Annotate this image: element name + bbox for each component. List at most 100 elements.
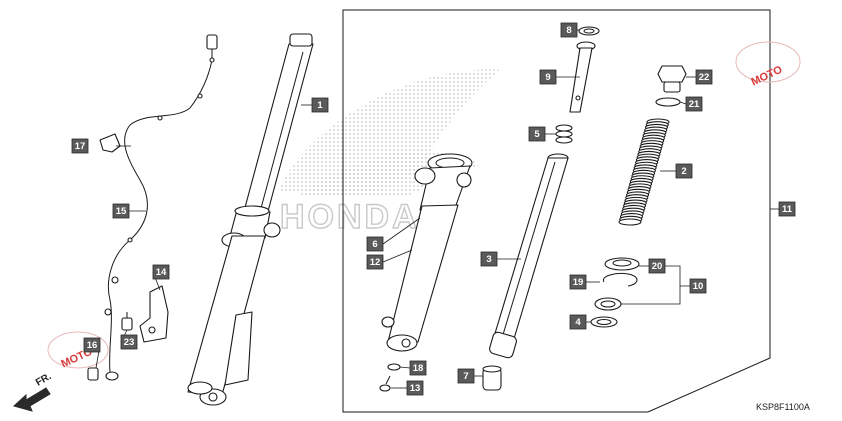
callout-number: 16	[87, 340, 98, 351]
callout-9[interactable]: 9	[539, 69, 557, 85]
callout-number: 15	[116, 206, 127, 217]
callout-box	[457, 368, 475, 384]
svg-text:MOTO: MOTO	[749, 63, 784, 88]
callout-4[interactable]: 4	[569, 314, 587, 330]
callout-number: 21	[689, 99, 700, 110]
callout-box	[569, 274, 587, 290]
callout-box	[409, 360, 427, 376]
callout-15[interactable]: 15	[112, 203, 130, 219]
callout-box	[528, 126, 546, 142]
back-up-ring-part-4[interactable]	[590, 316, 618, 328]
rebound-spring-part-5[interactable]	[555, 124, 573, 144]
callout-1[interactable]: 1	[311, 97, 329, 113]
callout-number: 18	[413, 363, 424, 374]
callout-23[interactable]: 23	[120, 334, 138, 350]
callout-19[interactable]: 19	[569, 274, 587, 290]
callout-number: 13	[410, 383, 421, 394]
callout-number: 11	[782, 204, 793, 215]
moto-logo-top: MOTO	[735, 41, 801, 88]
dust-seal-part-20[interactable]	[604, 257, 640, 271]
callout-box	[152, 264, 170, 280]
callout-box	[120, 334, 138, 350]
callout-box	[560, 22, 578, 38]
callout-22[interactable]: 22	[695, 69, 713, 85]
callout-13[interactable]: 13	[406, 380, 424, 396]
callout-box	[311, 97, 329, 113]
callout-box	[366, 236, 384, 252]
honda-wing-watermark: HONDA	[278, 69, 500, 237]
diagram-code: KSP8F1100A	[756, 402, 810, 412]
callout-16[interactable]: 16	[83, 337, 101, 353]
callout-number: 14	[156, 267, 167, 278]
callout-box	[695, 69, 713, 85]
callout-box	[480, 251, 498, 267]
fork-spring-part-2[interactable]	[618, 118, 670, 226]
callout-number: 1	[317, 100, 323, 111]
callout-2[interactable]: 2	[675, 163, 693, 179]
callout-box	[71, 138, 89, 154]
callout-6[interactable]: 6	[366, 236, 384, 252]
callout-5[interactable]: 5	[528, 126, 546, 142]
oil-lock-piece-part-7[interactable]	[482, 365, 502, 391]
callout-number: 22	[699, 72, 710, 83]
fork-assembly-part-1[interactable]	[187, 33, 314, 406]
callout-number: 7	[463, 371, 468, 382]
callout-box	[689, 278, 707, 294]
damper-rod-part-9[interactable]	[569, 41, 596, 113]
callout-number: 17	[75, 141, 86, 152]
callout-box	[83, 337, 101, 353]
fork-slider-part-6[interactable]	[381, 153, 473, 352]
callout-17[interactable]: 17	[71, 138, 89, 154]
direction-label: FR.	[34, 371, 54, 389]
callout-number: 19	[573, 277, 584, 288]
socket-bolt-part-13[interactable]	[379, 375, 391, 392]
oil-seal-part-10[interactable]	[594, 297, 622, 311]
fork-cap-bolt-part-22[interactable]	[657, 65, 687, 93]
callout-21[interactable]: 21	[685, 96, 703, 112]
callout-number: 20	[652, 261, 663, 272]
o-ring-part-21[interactable]	[655, 97, 681, 107]
callout-10[interactable]: 10	[689, 278, 707, 294]
fork-tube-part-3[interactable]	[488, 153, 569, 359]
callout-number: 8	[566, 25, 571, 36]
callout-box	[539, 69, 557, 85]
callout-14[interactable]: 14	[152, 264, 170, 280]
bolt-part-23[interactable]	[121, 312, 133, 331]
callout-number: 9	[545, 72, 550, 83]
callout-11[interactable]: 11	[778, 201, 796, 217]
stopper-ring-part-19[interactable]	[602, 273, 638, 287]
callout-box	[112, 203, 130, 219]
front-direction-arrow: FR.	[12, 371, 54, 412]
callout-number: 6	[372, 239, 377, 250]
callout-box	[675, 163, 693, 179]
callout-number: 10	[693, 281, 704, 292]
abs-sensor-cable-part-15[interactable]	[104, 34, 218, 381]
callout-box	[569, 314, 587, 330]
callout-7[interactable]: 7	[457, 368, 475, 384]
callout-12[interactable]: 12	[366, 254, 384, 270]
callout-box	[778, 201, 796, 217]
callout-3[interactable]: 3	[480, 251, 498, 267]
callout-box	[366, 254, 384, 270]
callout-box	[648, 258, 666, 274]
callout-18[interactable]: 18	[409, 360, 427, 376]
callout-number: 23	[124, 337, 135, 348]
leader-lines	[95, 29, 779, 389]
oil-seal-part-8[interactable]	[578, 26, 600, 36]
callout-box	[685, 96, 703, 112]
callout-number: 12	[370, 257, 381, 268]
sensor-bracket-part-14[interactable]	[139, 285, 169, 343]
callout-number: 2	[681, 166, 686, 177]
callout-number: 3	[486, 254, 491, 265]
callout-number: 4	[575, 317, 581, 328]
bolt-part-16[interactable]	[87, 367, 99, 381]
assembly-border	[342, 9, 771, 413]
sealing-washer-part-18[interactable]	[387, 363, 401, 371]
callout-20[interactable]: 20	[648, 258, 666, 274]
callout-8[interactable]: 8	[560, 22, 578, 38]
honda-watermark-text: HONDA	[280, 198, 420, 236]
callout-box	[406, 380, 424, 396]
cable-clamp-part-17[interactable]	[99, 133, 121, 153]
